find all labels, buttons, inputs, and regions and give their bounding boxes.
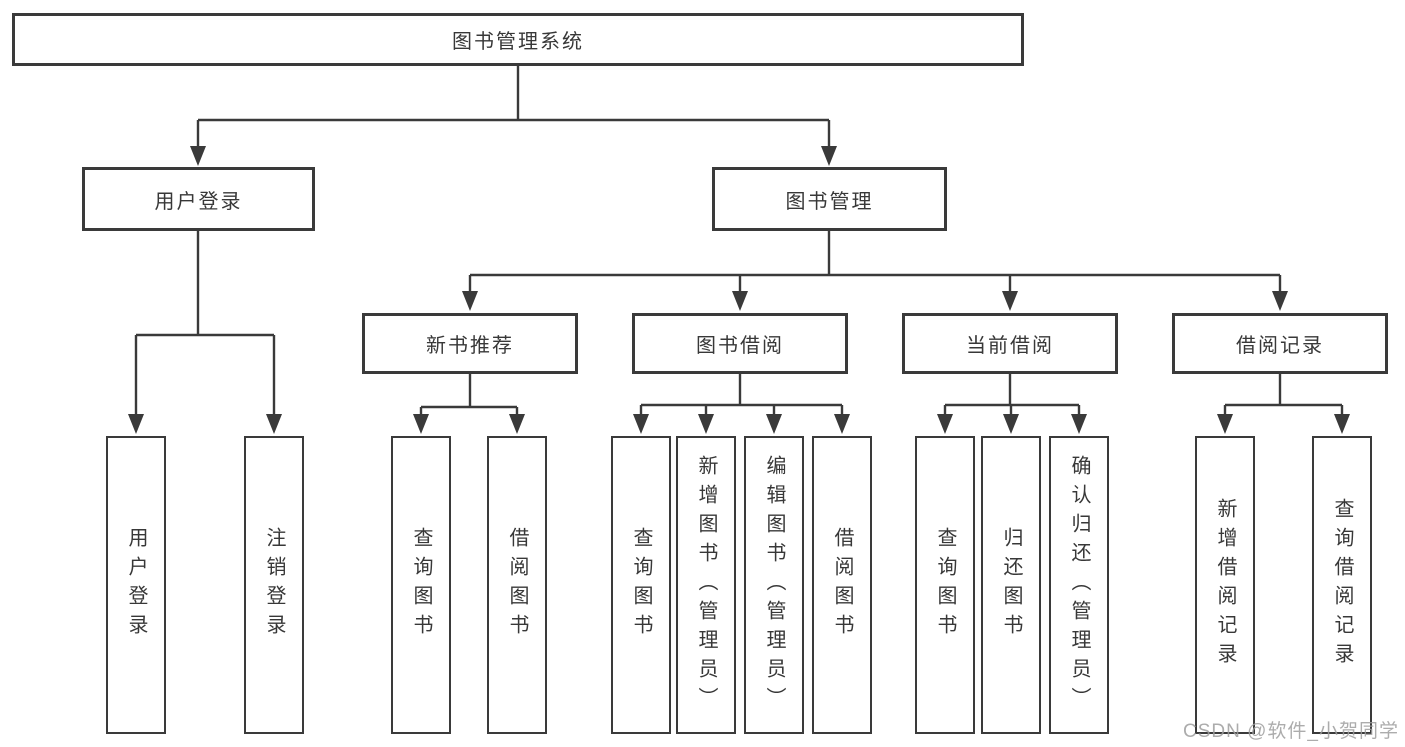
node-new-book-recommend: 新书推荐 xyxy=(362,313,578,374)
leaf-label: 归还图书 xyxy=(1000,527,1022,643)
node-label: 借阅记录 xyxy=(1236,335,1324,357)
leaf-label: 用户登录 xyxy=(125,527,147,643)
leaf-add-book-admin: 新增图书（管理员） xyxy=(676,436,736,734)
leaf-user-login: 用户登录 xyxy=(106,436,166,734)
node-label: 图书管理系统 xyxy=(452,31,584,53)
leaf-label: 借阅图书 xyxy=(506,527,528,643)
leaf-logout: 注销登录 xyxy=(244,436,304,734)
node-label: 图书借阅 xyxy=(696,335,784,357)
leaf-borrow-books: 借阅图书 xyxy=(812,436,872,734)
leaf-label: 新增图书（管理员） xyxy=(695,454,717,716)
leaf-edit-book-admin: 编辑图书（管理员） xyxy=(744,436,804,734)
leaf-label: 查询借阅记录 xyxy=(1331,498,1353,672)
csdn-watermark: CSDN @软件_小贺同学 xyxy=(1183,721,1399,742)
node-book-management-system: 图书管理系统 xyxy=(12,13,1024,66)
leaf-label: 注销登录 xyxy=(263,527,285,643)
leaf-label: 查询图书 xyxy=(410,527,432,643)
leaf-return-books: 归还图书 xyxy=(981,436,1041,734)
leaf-add-borrow-record: 新增借阅记录 xyxy=(1195,436,1255,734)
node-current-borrowing: 当前借阅 xyxy=(902,313,1118,374)
leaf-confirm-return-admin: 确认归还（管理员） xyxy=(1049,436,1109,734)
leaf-search-books-recommend: 查询图书 xyxy=(391,436,451,734)
node-label: 图书管理 xyxy=(785,190,874,213)
leaf-label: 查询图书 xyxy=(934,527,956,643)
leaf-label: 查询图书 xyxy=(630,527,652,643)
node-book-borrowing: 图书借阅 xyxy=(632,313,848,374)
leaf-search-books-current: 查询图书 xyxy=(915,436,975,734)
leaf-label: 确认归还（管理员） xyxy=(1068,454,1090,716)
leaf-search-borrow-record: 查询借阅记录 xyxy=(1312,436,1372,734)
leaf-label: 编辑图书（管理员） xyxy=(763,454,785,716)
leaf-label: 借阅图书 xyxy=(831,527,853,643)
node-label: 新书推荐 xyxy=(426,335,514,357)
node-user-login: 用户登录 xyxy=(82,167,315,231)
node-borrowing-records: 借阅记录 xyxy=(1172,313,1388,374)
leaf-borrow-books-recommend: 借阅图书 xyxy=(487,436,547,734)
leaf-label: 新增借阅记录 xyxy=(1214,498,1236,672)
arrowhead-icons xyxy=(128,146,1350,434)
node-label: 用户登录 xyxy=(154,190,243,213)
leaf-search-books-borrow: 查询图书 xyxy=(611,436,671,734)
node-label: 当前借阅 xyxy=(966,335,1054,357)
node-book-management: 图书管理 xyxy=(712,167,947,231)
